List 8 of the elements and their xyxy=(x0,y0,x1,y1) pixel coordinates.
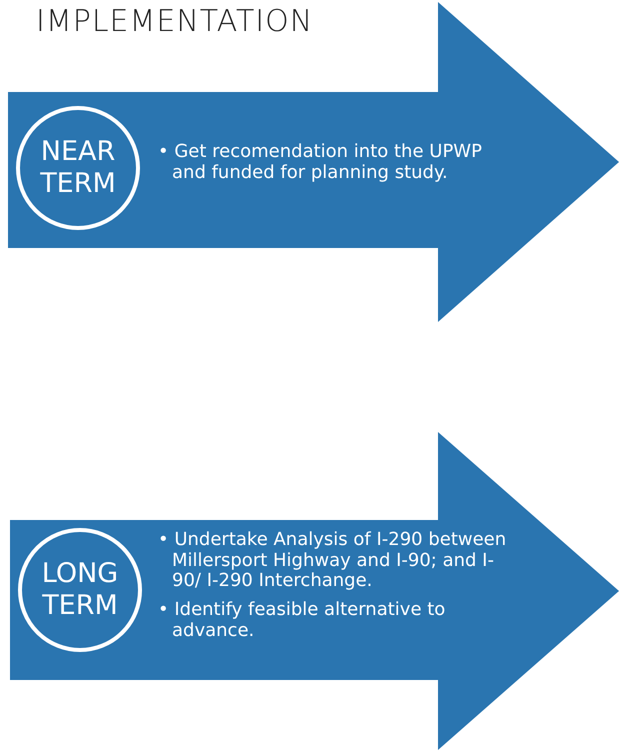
term-circle xyxy=(18,528,142,652)
diagram-title: IMPLEMENTATION xyxy=(36,4,314,39)
term-circle xyxy=(16,106,140,230)
term-label: LONG TERM xyxy=(40,558,120,622)
bullet-text: • Get recomendation into the UPWP and funded for planning study. xyxy=(158,142,483,184)
bullet-text: • Undertake Analysis of I-290 between Millersport Highway and I-90; and I-90/ I-290 Interchange. xyxy=(158,530,508,592)
bullet-text: • Identify feasible alternative to advance. xyxy=(158,600,446,642)
term-label: NEAR TERM xyxy=(39,136,117,200)
